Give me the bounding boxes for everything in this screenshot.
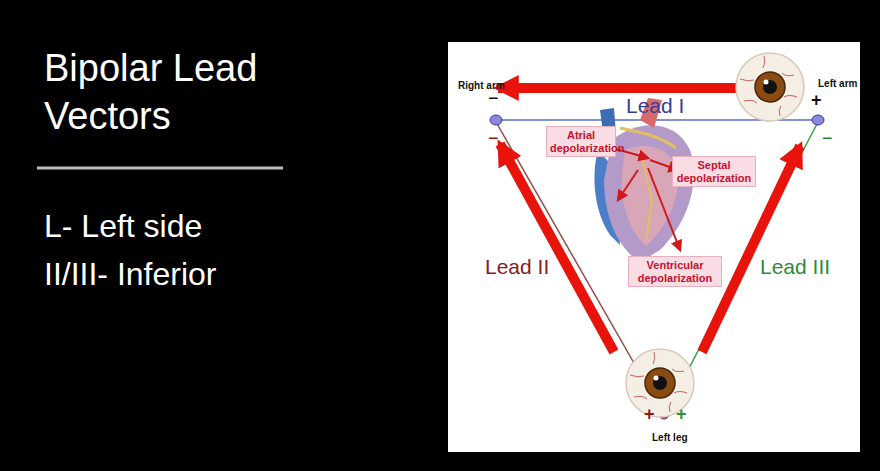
polarity-sign: − <box>488 128 499 149</box>
callout-box: Ventricular depolarization <box>628 256 722 287</box>
slide-title: Bipolar Lead Vectors <box>44 44 304 140</box>
callout-box: Septal depolarization <box>672 156 756 187</box>
lead-arrow <box>498 83 742 93</box>
lead-label: Lead III <box>760 255 830 279</box>
callout-box: Atrial depolarization <box>546 126 616 157</box>
lead-arrow <box>500 144 614 352</box>
callout-text: Ventricular depolarization <box>632 259 718 284</box>
bullet-text: II/III- Inferior <box>44 256 216 293</box>
polarity-sign: + <box>644 404 655 425</box>
panel <box>448 42 860 452</box>
polarity-sign: + <box>676 404 687 425</box>
electrode-label: Left arm <box>818 78 857 90</box>
callout-text: Atrial depolarization <box>550 129 612 154</box>
polarity-sign: − <box>822 128 833 149</box>
separator <box>37 167 283 170</box>
bullet-text: L- Left side <box>44 208 202 245</box>
polarity-sign: − <box>488 88 499 109</box>
lead-label: Lead II <box>485 255 549 279</box>
electrode-label: Left leg <box>652 432 688 444</box>
callout-text: Septal depolarization <box>676 159 752 184</box>
eye <box>736 53 804 121</box>
lead-label: Lead I <box>626 94 684 118</box>
polarity-sign: + <box>811 90 822 111</box>
